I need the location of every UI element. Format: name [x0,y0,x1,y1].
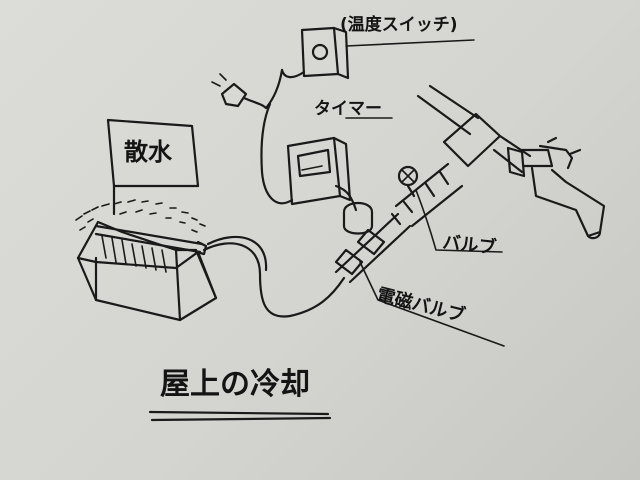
power-plug [211,68,284,110]
faucet [506,136,606,240]
title: 屋上の冷却 [148,367,332,422]
diagram-title: 屋上の冷却 [160,367,310,402]
solenoid-valve-label: 電磁バルブ [375,284,468,327]
building [76,220,218,322]
solenoid-valve [334,248,364,276]
water-spray [75,199,206,233]
main-pipe [334,84,532,284]
thermostat-switch [280,26,350,80]
leader-lines [345,39,505,347]
sprinkler-sign: 散水 [106,118,200,216]
solenoid-coil [342,201,374,235]
timer [260,102,358,212]
hose [202,235,346,318]
sprinkler-sign-label: 散水 [124,138,173,166]
valve-label: バルブ [441,231,497,259]
timer-label: タイマー [314,99,382,119]
thermostat-label: (温度スイッチ) [340,14,458,35]
